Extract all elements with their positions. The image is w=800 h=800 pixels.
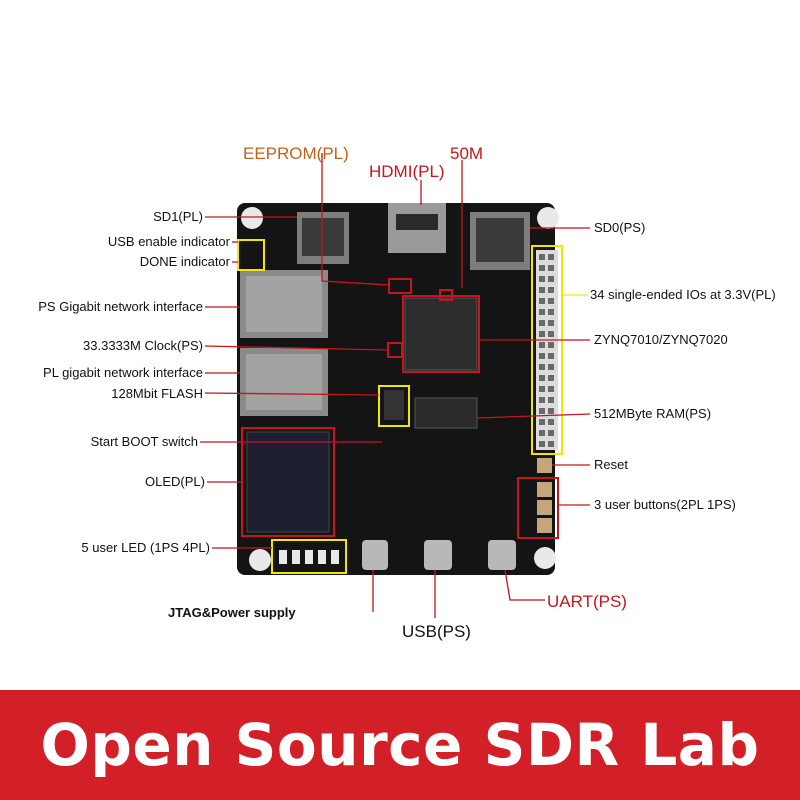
label-leds: 5 user LED (1PS 4PL) <box>81 540 210 555</box>
header-pin <box>548 320 554 326</box>
user-button-3 <box>537 518 552 533</box>
board-diagram <box>200 153 591 618</box>
header-pin <box>548 364 554 370</box>
label-boot-switch: Start BOOT switch <box>90 434 198 449</box>
header-pin <box>548 254 554 260</box>
header-pin <box>548 419 554 425</box>
header-pin <box>548 386 554 392</box>
header-pin <box>539 309 545 315</box>
header-pin <box>548 287 554 293</box>
header-pin <box>548 397 554 403</box>
highlight-zynq <box>402 295 480 373</box>
label-uart: UART(PS) <box>547 592 627 611</box>
header-pin <box>548 276 554 282</box>
header-pin <box>548 331 554 337</box>
header-pin <box>548 298 554 304</box>
label-sd0: SD0(PS) <box>594 220 646 235</box>
header-pin <box>539 441 545 447</box>
header-pin <box>539 375 545 381</box>
mount-hole-tr <box>537 207 559 229</box>
user-led <box>318 550 326 564</box>
header-pin <box>539 254 545 260</box>
user-led <box>279 550 287 564</box>
mount-hole-br <box>534 547 556 569</box>
header-pin <box>539 419 545 425</box>
header-pin <box>539 353 545 359</box>
header-pin <box>548 265 554 271</box>
highlight-leds <box>271 539 347 574</box>
header-pin <box>548 441 554 447</box>
label-50m: 50M <box>450 144 484 163</box>
label-ios: 34 single-ended IOs at 3.3V(PL) <box>590 287 776 302</box>
header-pin <box>539 342 545 348</box>
user-led <box>292 550 300 564</box>
highlight-io-header <box>531 245 563 455</box>
header-pin <box>548 309 554 315</box>
user-led <box>305 550 313 564</box>
highlight-buttons <box>517 477 559 539</box>
mount-hole-tl <box>241 207 263 229</box>
highlight-eeprom <box>388 278 412 294</box>
header-pin <box>539 408 545 414</box>
header-pin <box>548 430 554 436</box>
header-pin <box>539 397 545 403</box>
header-pin <box>539 331 545 337</box>
header-pin <box>548 342 554 348</box>
label-ps-eth: PS Gigabit network interface <box>38 299 203 314</box>
label-zynq: ZYNQ7010/ZYNQ7020 <box>594 332 728 347</box>
uart-usb-c <box>488 540 516 570</box>
label-eeprom: EEPROM(PL) <box>243 144 349 163</box>
user-button-1 <box>537 482 552 497</box>
usb-usb-c <box>424 540 452 570</box>
label-hdmi: HDMI(PL) <box>369 162 445 181</box>
ddr-chip <box>414 397 478 429</box>
mount-hole-bl <box>249 549 271 571</box>
label-usb: USB(PS) <box>402 622 471 641</box>
reset-button <box>537 458 552 473</box>
highlight-usb-done <box>237 239 265 271</box>
header-pin <box>539 265 545 271</box>
label-ram: 512MByte RAM(PS) <box>594 406 712 421</box>
user-button-2 <box>537 500 552 515</box>
zynq-chip <box>404 297 478 371</box>
label-sd1: SD1(PL) <box>153 209 203 224</box>
title-banner: Open Source SDR Lab <box>0 690 800 800</box>
header-pin <box>539 430 545 436</box>
label-oled: OLED(PL) <box>145 474 205 489</box>
label-done: DONE indicator <box>139 254 230 269</box>
header-pin <box>548 408 554 414</box>
header-pin <box>548 353 554 359</box>
oled-display <box>246 431 330 533</box>
flash-chip <box>384 390 404 420</box>
header-pin <box>539 386 545 392</box>
label-flash: 128Mbit FLASH <box>111 386 203 401</box>
highlight-flash <box>378 385 410 427</box>
label-pl-eth: PL gigabit network interface <box>43 365 203 380</box>
label-buttons: 3 user buttons(2PL 1PS) <box>594 497 736 512</box>
label-jtag: JTAG&Power supply <box>168 605 296 620</box>
header-pin <box>539 320 545 326</box>
header-pin <box>539 276 545 282</box>
header-pin <box>539 364 545 370</box>
label-reset: Reset <box>594 457 628 472</box>
header-pin <box>539 287 545 293</box>
header-pin <box>548 375 554 381</box>
user-led <box>331 550 339 564</box>
jtag-usb-c <box>362 540 388 570</box>
label-clk33: 33.3333M Clock(PS) <box>83 338 203 353</box>
label-usb-enable: USB enable indicator <box>107 234 230 249</box>
header-pin <box>539 298 545 304</box>
banner-title: Open Source SDR Lab <box>40 711 760 779</box>
